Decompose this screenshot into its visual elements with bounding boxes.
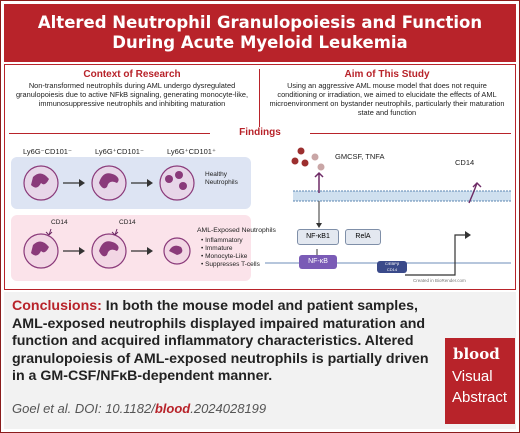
receptor-icon (314, 171, 324, 193)
conclusion-body: In both the mouse model and patient samp… (12, 298, 429, 384)
aml-title: AML-Exposed Neutrophils (197, 227, 276, 234)
aml-promyelocyte-nucleus (31, 241, 49, 256)
cd14-receptor-label: CD14 (455, 158, 475, 167)
healthy-label-1: Healthy (205, 171, 228, 178)
title-banner: Altered Neutrophil Granulopoiesis and Fu… (4, 4, 516, 62)
ligand-dot (317, 163, 325, 171)
aml-bullet-2: • Immature (201, 245, 233, 252)
nfkb1-node: NF-κB1 (297, 229, 339, 245)
arrow-2-head (147, 179, 153, 187)
healthy-label-2: Neutrophils (205, 179, 238, 186)
myelocyte-nucleus (99, 173, 119, 189)
blood-visual-abstract-logo: blood Visual Abstract (445, 338, 515, 424)
ligand-dot (291, 157, 299, 165)
citation-suffix: .2024028199 (190, 401, 267, 416)
stage-label-2: Ly6G⁺CD101⁻ (95, 147, 144, 156)
cd14-receptor-icon-2 (111, 228, 119, 236)
logo-line-1: Visual (452, 368, 493, 385)
rela-node: RelA (345, 229, 381, 245)
cd14-expression-arrow (405, 234, 469, 276)
nucleus-lobe-2 (175, 171, 183, 179)
ligand-dot (301, 159, 309, 167)
stage-label-3: Ly6G⁺CD101⁺ (167, 147, 216, 156)
ligand-label: GMCSF, TNFA (335, 152, 385, 161)
arrow-1-head (79, 179, 85, 187)
cell-membrane (293, 191, 511, 201)
aml-cells-illustration (23, 228, 191, 269)
ligand-dot (311, 153, 319, 161)
biorender-credit: Created in BioRender.com (413, 278, 466, 283)
signal-arrow-1-head (316, 223, 322, 228)
promyelocyte-nucleus (31, 173, 49, 188)
logo-brand: blood (453, 345, 500, 363)
findings-label: Findings (210, 127, 310, 138)
nucleus-lobe-1 (165, 175, 173, 183)
context-title: Context of Research (83, 69, 181, 80)
citation: Goel et al. DOI: 10.1182/blood.202402819… (12, 401, 266, 416)
context-body: Non-transformed neutrophils during AML u… (15, 81, 249, 108)
cd14-label-1: CD14 (51, 219, 68, 226)
aml-bullet-3: • Monocyte-Like (201, 253, 248, 260)
nfkb-node: NF-κB (299, 255, 337, 269)
cd14-label-2: CD14 (119, 219, 136, 226)
citation-journal: blood (154, 401, 191, 416)
stage-label-1: Ly6G⁻CD101⁻ (23, 147, 72, 156)
logo-line-2: Abstract (452, 389, 508, 406)
conclusion-lead: Conclusions: (12, 298, 102, 314)
section-divider (259, 69, 260, 127)
citation-prefix: Goel et al. DOI: 10.1182/ (12, 401, 155, 416)
ligand-dot (297, 147, 305, 155)
aim-title: Aim of This Study (344, 69, 430, 80)
aml-neutrophil-nucleus (169, 245, 183, 255)
cebpb-cd14-promoter: C/EBPβ CD14 (377, 261, 407, 273)
aml-arrow-1-head (79, 247, 85, 255)
aim-body: Using an aggressive AML mouse model that… (269, 81, 505, 117)
mature-neutrophil-cell (159, 165, 195, 201)
healthy-cells-illustration (23, 165, 195, 201)
title-line-1: Altered Neutrophil Granulopoiesis and Fu… (37, 13, 483, 32)
cd14-expression-arrow-head (465, 231, 471, 239)
aml-arrow-2-head (147, 247, 153, 255)
aml-bullet-4: • Suppresses T-cells (201, 261, 260, 268)
cd14-surface-icon (468, 182, 482, 204)
signaling-pathway-illustration (265, 147, 511, 276)
figure-panel: Context of Research Non-transformed neut… (4, 64, 516, 290)
conclusion-text: Conclusions: In both the mouse model and… (12, 298, 432, 386)
cd14-receptor-icon-1 (45, 228, 53, 236)
aml-bullet-1: • Inflammatory (201, 237, 243, 244)
title-line-2: During Acute Myeloid Leukemia (112, 33, 408, 52)
conclusion-panel: Conclusions: In both the mouse model and… (4, 292, 516, 429)
nucleus-lobe-3 (179, 182, 187, 190)
aml-myelocyte-nucleus (99, 241, 119, 257)
